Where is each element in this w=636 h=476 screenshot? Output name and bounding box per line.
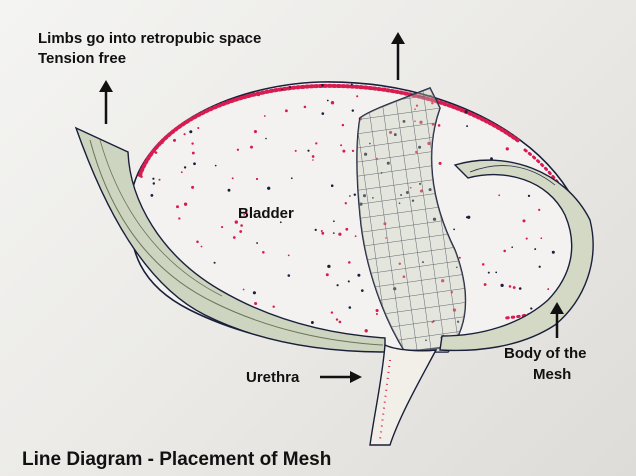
label-urethra: Urethra (246, 369, 299, 386)
arrow-right-urethra (320, 371, 362, 383)
diagram-caption: Line Diagram - Placement of Mesh (22, 449, 331, 471)
label-limbs-line1: Limbs go into retropubic space (38, 30, 261, 47)
label-body-line1: Body of the (504, 345, 587, 362)
label-body-line2: Mesh (533, 366, 571, 383)
label-bladder: Bladder (238, 205, 294, 222)
urethra-shape (370, 345, 436, 445)
arrow-up-left (99, 80, 113, 124)
arrow-up-top (391, 32, 405, 80)
label-limbs-line2: Tension free (38, 50, 126, 67)
